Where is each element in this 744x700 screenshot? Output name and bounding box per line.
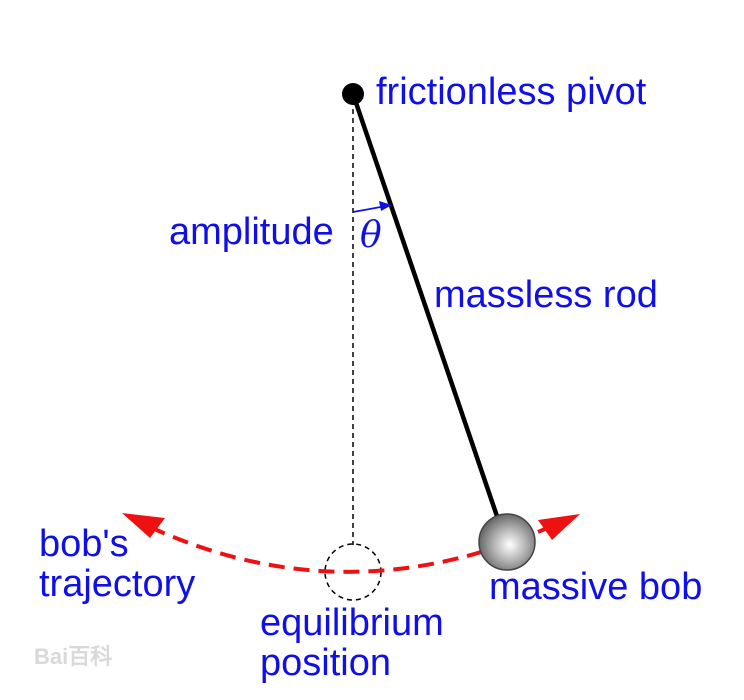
pivot-label: frictionless pivot <box>376 71 647 113</box>
massless-rod <box>350 93 503 526</box>
massive-bob <box>478 513 536 571</box>
trajectory-arc <box>149 518 566 574</box>
trajectory-label-line2: trajectory <box>39 563 195 605</box>
trajectory-label-line1: bob's <box>39 523 129 565</box>
trajectory-arrowhead-left <box>122 513 165 538</box>
amplitude-angle-arrowhead <box>379 201 392 211</box>
amplitude-label: amplitude <box>169 211 334 253</box>
pivot-point <box>342 83 364 105</box>
equilibrium-label-line1: equilibrium <box>260 602 444 644</box>
equilibrium-label-line2: position <box>260 642 391 684</box>
trajectory-arrowhead-right <box>538 514 580 540</box>
theta-symbol: θ <box>360 215 382 256</box>
bob-label: massive bob <box>489 566 702 608</box>
rod-label: massless rod <box>434 274 658 316</box>
watermark-text: Bai百科 <box>34 644 112 669</box>
